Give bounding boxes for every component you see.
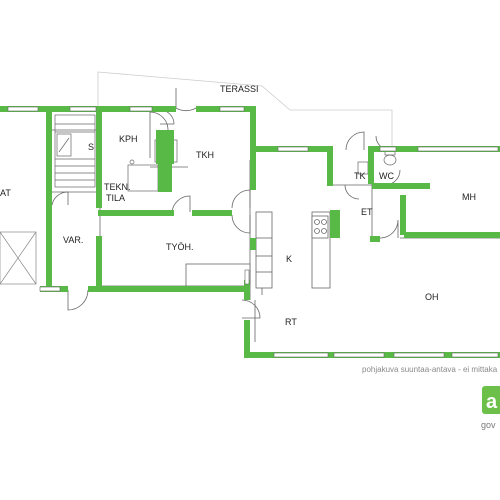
room-tk: TK xyxy=(354,171,366,181)
brand-name: gov xyxy=(481,420,496,430)
room-tekn: TEKN. xyxy=(104,182,131,192)
room-tyoh: TYÖH. xyxy=(166,242,194,252)
room-labels: TERASSI KPH S TKH TEKN. TILA VAR. TYÖH. … xyxy=(0,84,476,327)
stove-icon xyxy=(314,219,327,234)
brand-logo-badge xyxy=(482,386,500,414)
room-var: VAR. xyxy=(63,235,83,245)
room-tila: TILA xyxy=(106,193,125,203)
room-at: AT xyxy=(0,188,11,198)
disclaimer-note: pohjakuva suuntaa-antava - ei mittaka xyxy=(362,365,498,374)
room-rt: RT xyxy=(285,317,297,327)
room-tkh: TKH xyxy=(196,150,214,160)
sauna-benches xyxy=(54,114,96,188)
brand-logo-letter: a xyxy=(486,391,498,413)
windows xyxy=(7,106,499,358)
terrace-outline xyxy=(97,71,393,152)
room-k: K xyxy=(286,254,292,264)
room-et: ET xyxy=(361,207,373,217)
kitchen-counters xyxy=(185,211,331,289)
room-oh: OH xyxy=(425,292,439,302)
brand-logo: a gov xyxy=(481,386,500,430)
room-wc: WC xyxy=(379,171,394,181)
room-s: S xyxy=(88,142,94,152)
room-terassi: TERASSI xyxy=(220,84,259,94)
car-space xyxy=(0,231,37,285)
room-kph: KPH xyxy=(119,134,138,144)
room-mh: MH xyxy=(462,192,476,202)
